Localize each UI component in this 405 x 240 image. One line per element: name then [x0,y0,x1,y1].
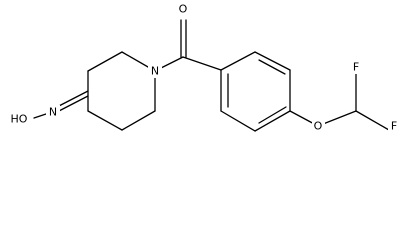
atom-label-oxime-nitrogen: N [49,106,57,119]
atom-label-fluorine-bottom: F [391,120,397,133]
bond-benzene-4 [254,110,291,132]
bond-layer [33,19,390,132]
atom-piperidine-nitrogen: N [148,64,162,78]
bond-ring-c5-c6 [121,110,156,131]
bond-benzene-inner-2 [258,106,287,124]
bond-benzene-1 [220,51,256,71]
atom-label-carbonyl-oxygen: O [179,3,188,16]
bond-ring-c2-c3 [87,51,123,72]
bond-oxime-c-n-double-a [54,90,89,109]
chemical-structure-diagram: O N N HO O F F [6,2,400,133]
atom-fluorine-bottom: F [388,119,400,133]
atom-label-piperidine-nitrogen: N [151,65,159,78]
bond-oxime-c-n-double-b [56,95,89,113]
bond-benzene-2 [254,51,291,71]
atom-oxime-nitrogen: N [46,105,60,119]
atom-ether-oxygen: O [312,119,325,133]
atom-label-oxime-hydroxyl: HO [11,113,28,126]
atom-oxime-hydroxyl: HO [6,112,32,126]
atom-carbonyl-oxygen: O [177,2,190,16]
atom-label-fluorine-top: F [353,61,359,74]
atom-label-layer: O N N HO O F F [6,2,400,133]
bond-benzene-inner-1 [258,59,286,75]
bond-carbonyl-ipso [182,56,222,71]
atom-label-ether-oxygen: O [314,120,323,133]
bond-c-f-bottom [355,110,390,131]
bond-benzene-5 [220,110,256,132]
atom-fluorine-top: F [350,60,362,74]
bond-ring-c4-c5 [87,110,123,131]
